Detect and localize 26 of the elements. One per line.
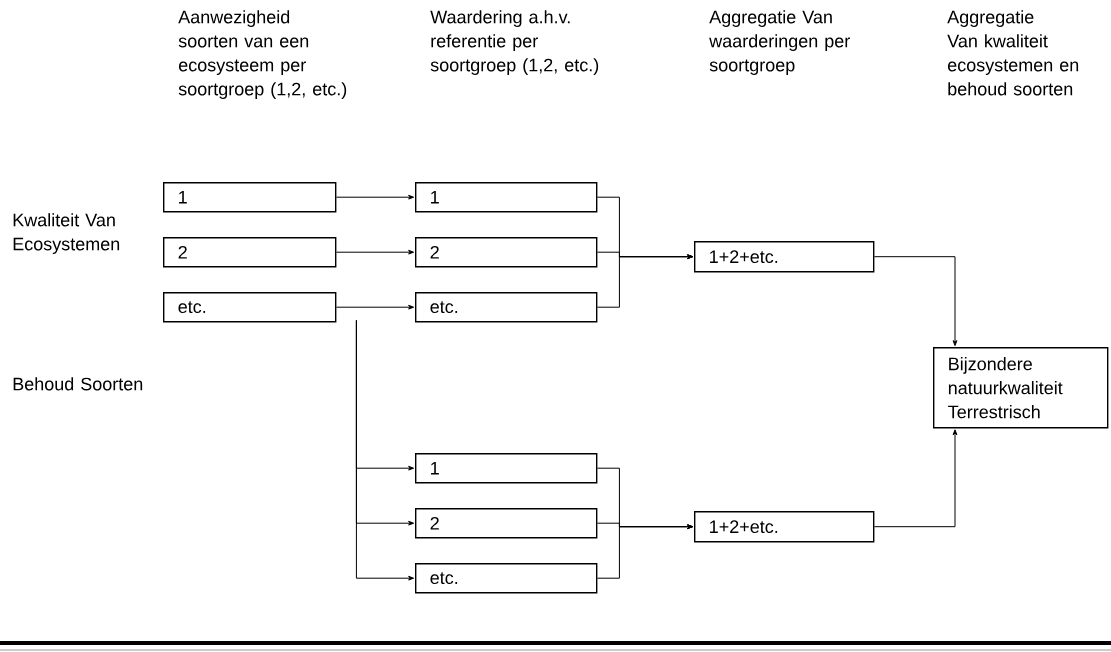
column-heading: Aggregatie Van kwaliteit ecosystemen en behoud soorten — [947, 10, 1079, 96]
process-box: etc. — [415, 292, 598, 323]
process-box: 1 — [163, 182, 337, 213]
arrow — [335, 249, 415, 255]
arrow — [873, 256, 958, 347]
process-box: Bijzondere natuurkwaliteit Terrestrisch — [933, 347, 1109, 429]
process-box: 1 — [415, 453, 598, 484]
column-heading: Aggregatie Van waarderingen per soortgroep — [709, 10, 850, 75]
process-box: 2 — [415, 508, 598, 539]
column-heading: Waardering a.h.v. referentie per soortgroep (1,2, etc.) — [430, 10, 599, 75]
process-box: 2 — [415, 237, 598, 268]
arrow — [596, 524, 694, 579]
row-label: Kwaliteit Van Ecosystemen — [13, 213, 120, 254]
column-heading: Aanwezigheid soorten van een ecosysteem per soortgroep (1,2, etc.) — [178, 10, 347, 99]
arrow — [335, 194, 415, 200]
process-box: etc. — [415, 563, 598, 594]
row-label: Behoud Soorten — [13, 377, 143, 391]
arrow — [596, 254, 694, 308]
arrow — [873, 429, 958, 528]
arrow — [355, 319, 415, 581]
arrow — [335, 304, 415, 310]
process-box: 1+2+etc. — [694, 241, 875, 273]
process-box: 2 — [163, 237, 337, 268]
process-box: 1 — [415, 182, 598, 213]
process-box: 1+2+etc. — [694, 511, 875, 543]
process-box: etc. — [163, 292, 337, 323]
